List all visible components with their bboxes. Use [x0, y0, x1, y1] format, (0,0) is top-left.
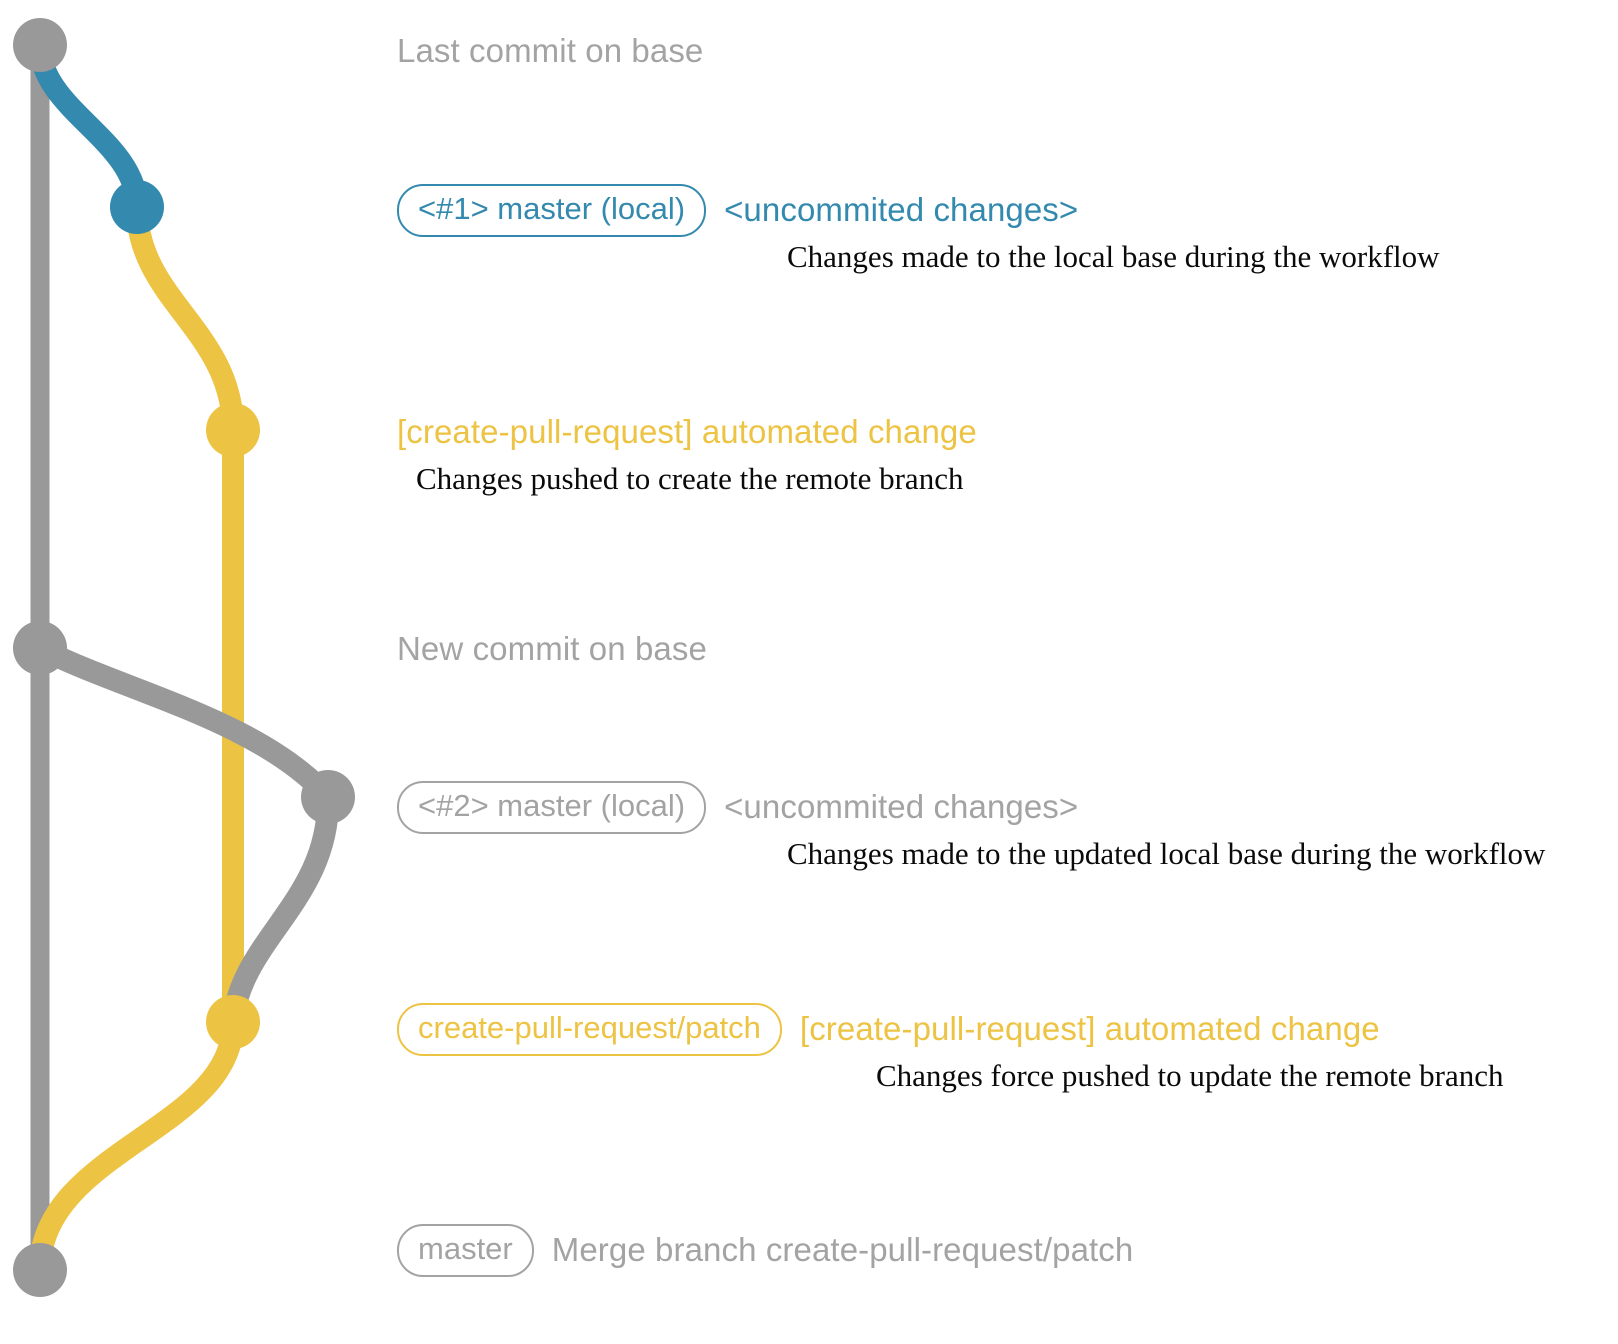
description-automated-change-1: Changes pushed to create the remote bran… [416, 461, 964, 496]
description-local-uncommitted-1: Changes made to the local base during th… [787, 239, 1440, 274]
description-local-uncommitted-2: Changes made to the updated local base d… [787, 836, 1546, 871]
node-new-commit-on-base [13, 621, 67, 675]
node-merge-commit [13, 1243, 67, 1297]
branch-pill-local-1[interactable]: <#1> master (local) [397, 184, 707, 237]
commit-message-local-uncommitted-2: <uncommited changes> [724, 788, 1079, 826]
row-merge-commit: master Merge branch create-pull-request/… [397, 1224, 1133, 1277]
node-automated-change-1 [206, 403, 260, 457]
node-automated-change-2 [206, 995, 260, 1049]
commit-message-local-uncommitted-1: <uncommited changes> [724, 191, 1079, 229]
updated-local-to-patch-line [222, 786, 340, 1033]
commit-message-merge-commit: Merge branch create-pull-request/patch [551, 1231, 1134, 1269]
commit-message-new-commit-on-base: New commit on base [397, 630, 707, 667]
commit-message-automated-change-2: [create-pull-request] automated change [799, 1010, 1380, 1048]
description-automated-change-2: Changes force pushed to update the remot… [876, 1058, 1504, 1093]
branch-pill-create-pull-request-patch[interactable]: create-pull-request/patch [397, 1003, 782, 1056]
row-automated-change-2: create-pull-request/patch [create-pull-r… [397, 1003, 1380, 1056]
commit-message-automated-change-1: [create-pull-request] automated change [397, 413, 977, 450]
node-local-uncommitted-2 [301, 770, 355, 824]
row-local-uncommitted-1: <#1> master (local) <uncommited changes> [397, 184, 1078, 237]
row-local-uncommitted-2: <#2> master (local) <uncommited changes> [397, 781, 1078, 834]
branch-pill-master[interactable]: master [397, 1224, 534, 1277]
row-last-commit-on-base: Last commit on base [397, 32, 703, 70]
patch-branch-1-line [126, 196, 244, 441]
updated-local-branch-line [29, 637, 339, 808]
node-local-uncommitted-1 [110, 180, 164, 234]
node-last-commit-on-base [13, 18, 67, 72]
branch-pill-local-2[interactable]: <#2> master (local) [397, 781, 707, 834]
patch-merge-line [29, 1011, 244, 1281]
row-new-commit-on-base: New commit on base [397, 630, 707, 668]
commit-message-last-commit-on-base: Last commit on base [397, 32, 704, 69]
